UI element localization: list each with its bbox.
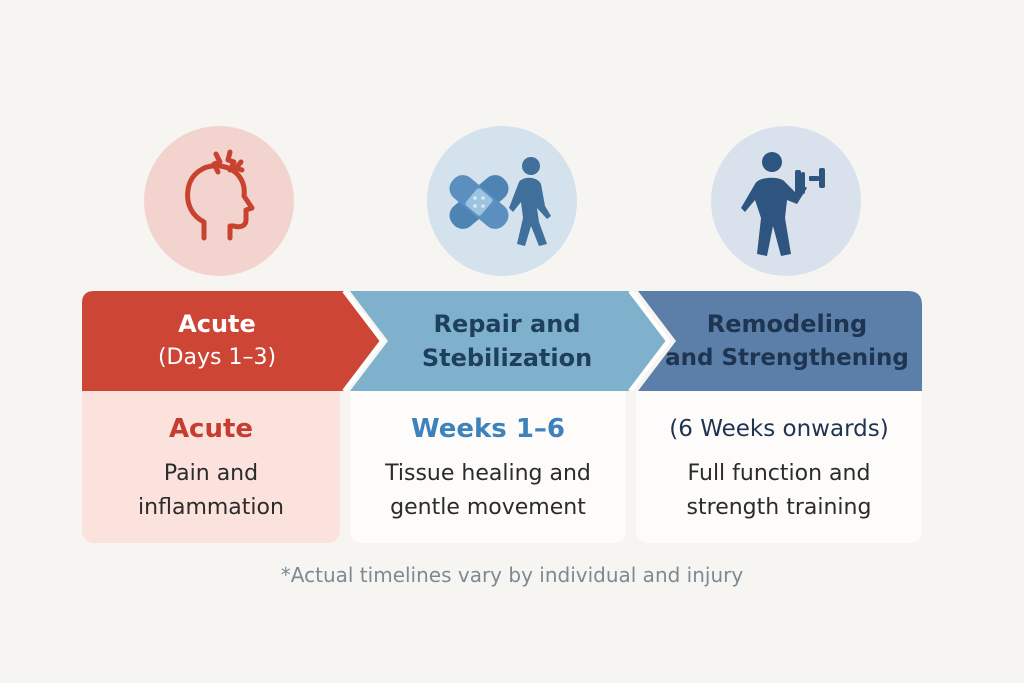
card-heading: Acute [168,414,254,444]
stage-subtitle: (Days 1–3) [157,345,277,370]
bandage-walking-icon [427,126,577,276]
card-description-line: gentle movement [390,495,586,520]
card-description-line: Pain and [163,461,259,486]
card-description: Tissue healing and gentle movement [385,457,591,525]
stage-subtitle: Stebilization [421,344,593,372]
card-heading: (6 Weeks onwards) [669,416,889,442]
card-description-line: Full function and [687,461,871,486]
stage-card-remodel: (6 Weeks onwards) Full function and stre… [636,391,922,543]
banner-label-remodel: Remodeling and Strengthening [652,291,922,391]
stage-title: Remodeling [706,310,868,338]
stage-title: Repair and [433,310,581,338]
banner-segment-repair [350,291,668,391]
footnote: *Actual timelines vary by individual and… [280,563,744,587]
banner-segment-acute [82,291,382,391]
stage-subtitle: and Strengthening [665,345,909,371]
card-description-line: strength training [686,495,872,520]
stage-banner: Acute (Days 1–3) Repair and Stebilizatio… [82,291,922,391]
stage-card-acute: Acute Pain and inflammation [82,391,340,543]
card-description: Pain and inflammation [138,457,284,525]
banner-label-repair: Repair and Stebilization [372,291,642,391]
stage-title: Acute [178,310,256,338]
banner-segment-remodel [638,291,922,391]
banner-label-acute: Acute (Days 1–3) [82,291,352,391]
card-description-line: Tissue healing and [385,461,591,486]
card-description: Full function and strength training [687,457,872,525]
stage-card-repair: Weeks 1–6 Tissue healing and gentle move… [350,391,626,543]
card-description-line: inflammation [138,495,284,520]
head-pain-icon [144,126,294,276]
dumbbell-person-icon [711,126,861,276]
card-heading: Weeks 1–6 [410,414,566,444]
